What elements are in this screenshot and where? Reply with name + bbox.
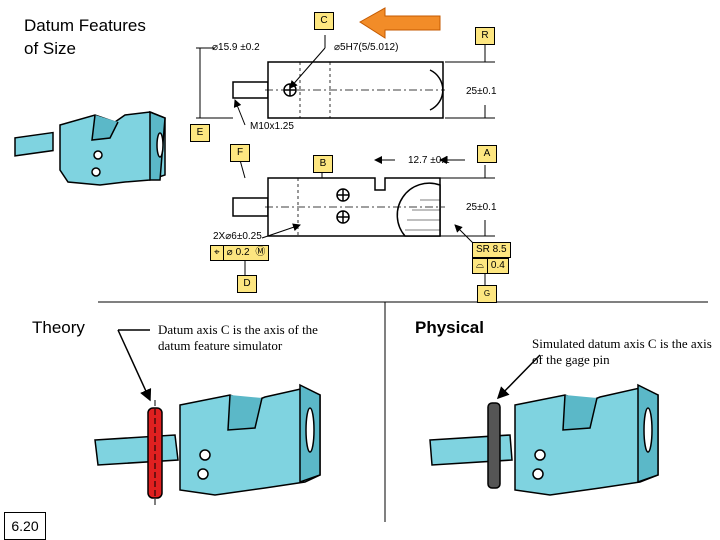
height-dim-top: 25±0.1 [466, 86, 497, 97]
top-view-part [232, 61, 445, 119]
holes-dim: 2X⌀6±0.25 [213, 231, 262, 242]
side-view-dimensions [239, 156, 495, 285]
height-dim-bottom: 25±0.1 [466, 202, 497, 213]
side-view-part [232, 177, 445, 237]
datum-b-box: B [313, 155, 333, 173]
slide-title: Datum Features of Size [24, 16, 146, 58]
profile-icon: ⌓ [473, 259, 488, 273]
profile-fcf: ⌓ 0.4 [472, 258, 509, 274]
theory-part [94, 329, 321, 505]
datum-r-box: R [475, 27, 495, 45]
physical-note: Simulated datum axis C is the axis of th… [532, 336, 712, 367]
top-view-dimensions [196, 35, 495, 140]
theory-label: Theory [32, 318, 85, 337]
width-dim: 12.7 ±0.1 [408, 155, 450, 166]
theory-note: Datum axis C is the axis of the datum fe… [158, 322, 318, 353]
sphere-fcf: SR 8.5 [472, 242, 511, 258]
datum-d-box: D [237, 275, 257, 293]
datum-f-box: F [230, 144, 250, 162]
bore-diameter-dim: ⌀5H7(5/5.012) [334, 42, 399, 53]
datum-e-box: E [190, 124, 210, 142]
datum-c-box: C [314, 12, 334, 30]
iso-part-small [14, 110, 166, 186]
physical-label: Physical [415, 318, 484, 337]
position-fcf: ⌖ ⌀0.2 Ⓜ [210, 245, 270, 261]
datum-g-box: G [477, 285, 497, 303]
physical-gage-pin [487, 402, 501, 489]
physical-part [429, 354, 659, 496]
slide-number: 6.20 [4, 512, 46, 540]
orange-direction-arrow [359, 7, 441, 39]
position-icon: ⌖ [211, 246, 224, 260]
thread-dim: M10x1.25 [250, 121, 294, 132]
theory-datum-simulator-pin [147, 407, 163, 499]
large-diameter-dim: ⌀15.9 ±0.2 [212, 42, 260, 53]
datum-a-box: A [477, 145, 497, 163]
